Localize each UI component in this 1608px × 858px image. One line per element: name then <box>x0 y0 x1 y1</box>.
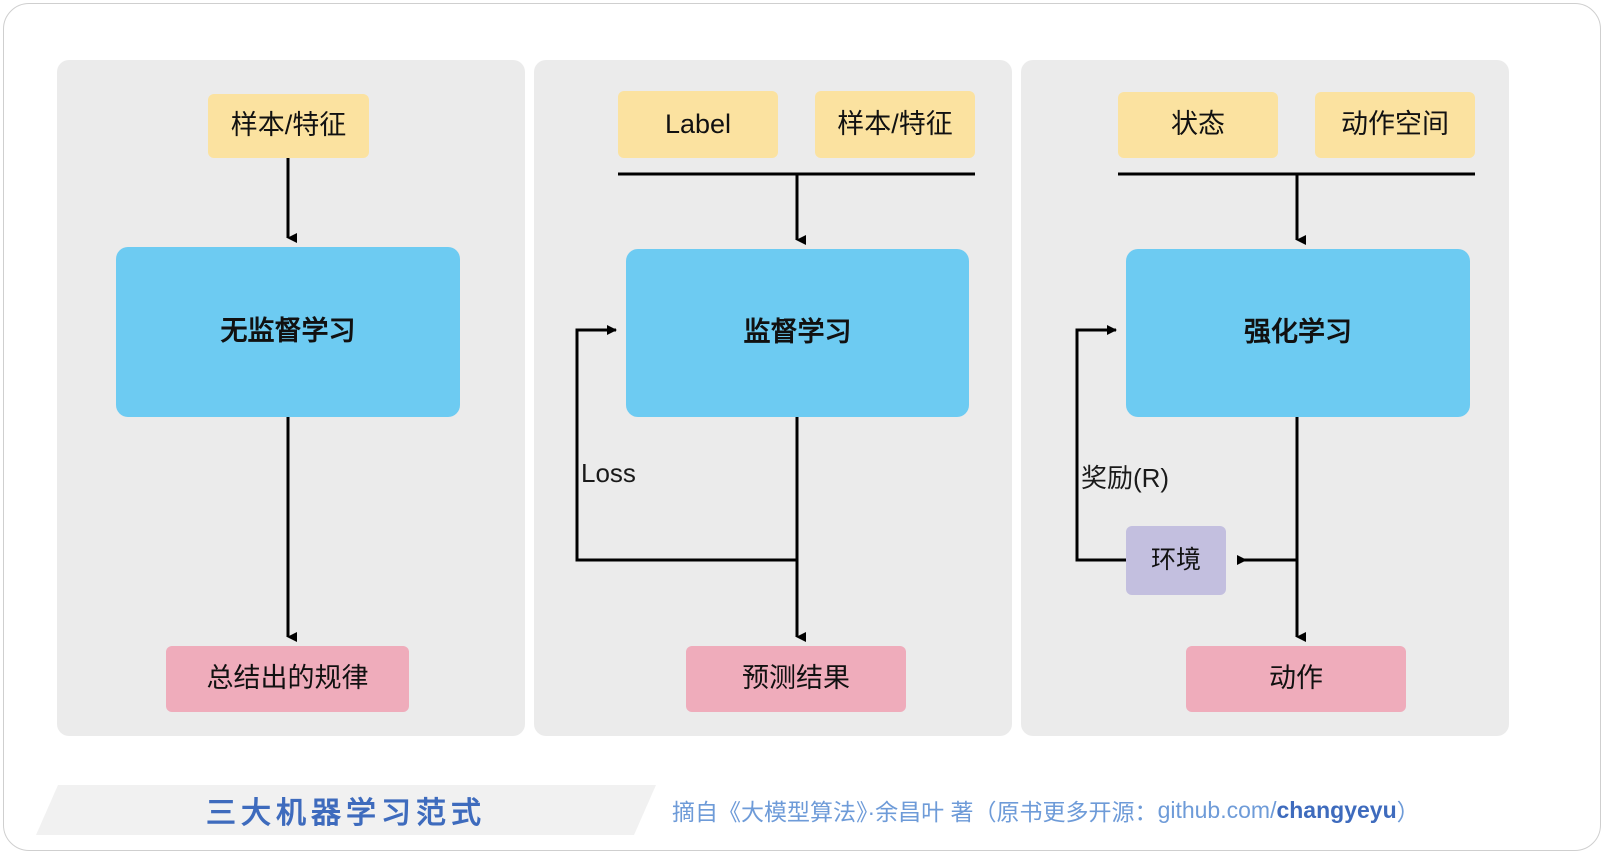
node-c1-output-rules[interactable]: 总结出的规律 <box>166 646 409 712</box>
footer-banner <box>36 785 656 835</box>
footer-title: 三大机器学习范式 <box>206 797 486 830</box>
footer-credit-link[interactable]: github.com/ <box>1157 796 1277 823</box>
node-c1-process-unsupervised[interactable]: 无监督学习 <box>116 247 460 417</box>
footer-credit: 摘自《大模型算法》·余昌叶 著（原书更多开源：github.com/changy… <box>672 785 1420 835</box>
footer-credit-suffix: ） <box>1396 799 1420 825</box>
node-c3-input-state[interactable]: 状态 <box>1118 92 1278 158</box>
node-c3-environment[interactable]: 环境 <box>1126 526 1226 595</box>
node-c3-input-action-space[interactable]: 动作空间 <box>1315 92 1475 158</box>
node-c2-input-label[interactable]: Label <box>618 91 778 158</box>
node-c3-process-reinforcement[interactable]: 强化学习 <box>1126 249 1470 417</box>
node-c2-input-sample-feature[interactable]: 样本/特征 <box>815 91 975 158</box>
node-c3-output-action[interactable]: 动作 <box>1186 646 1406 712</box>
node-c1-input-sample-feature[interactable]: 样本/特征 <box>208 94 369 158</box>
node-c2-output-prediction[interactable]: 预测结果 <box>686 646 906 712</box>
footer-credit-prefix: 摘自《大模型算法》·余昌叶 著（原书更多开源： <box>672 799 1158 825</box>
footer-credit-handle[interactable]: changyeyu <box>1276 796 1397 823</box>
node-c2-process-supervised[interactable]: 监督学习 <box>626 249 969 417</box>
edge-label-loss: Loss <box>581 458 636 488</box>
edge-label-reward: 奖励(R) <box>1081 463 1170 493</box>
